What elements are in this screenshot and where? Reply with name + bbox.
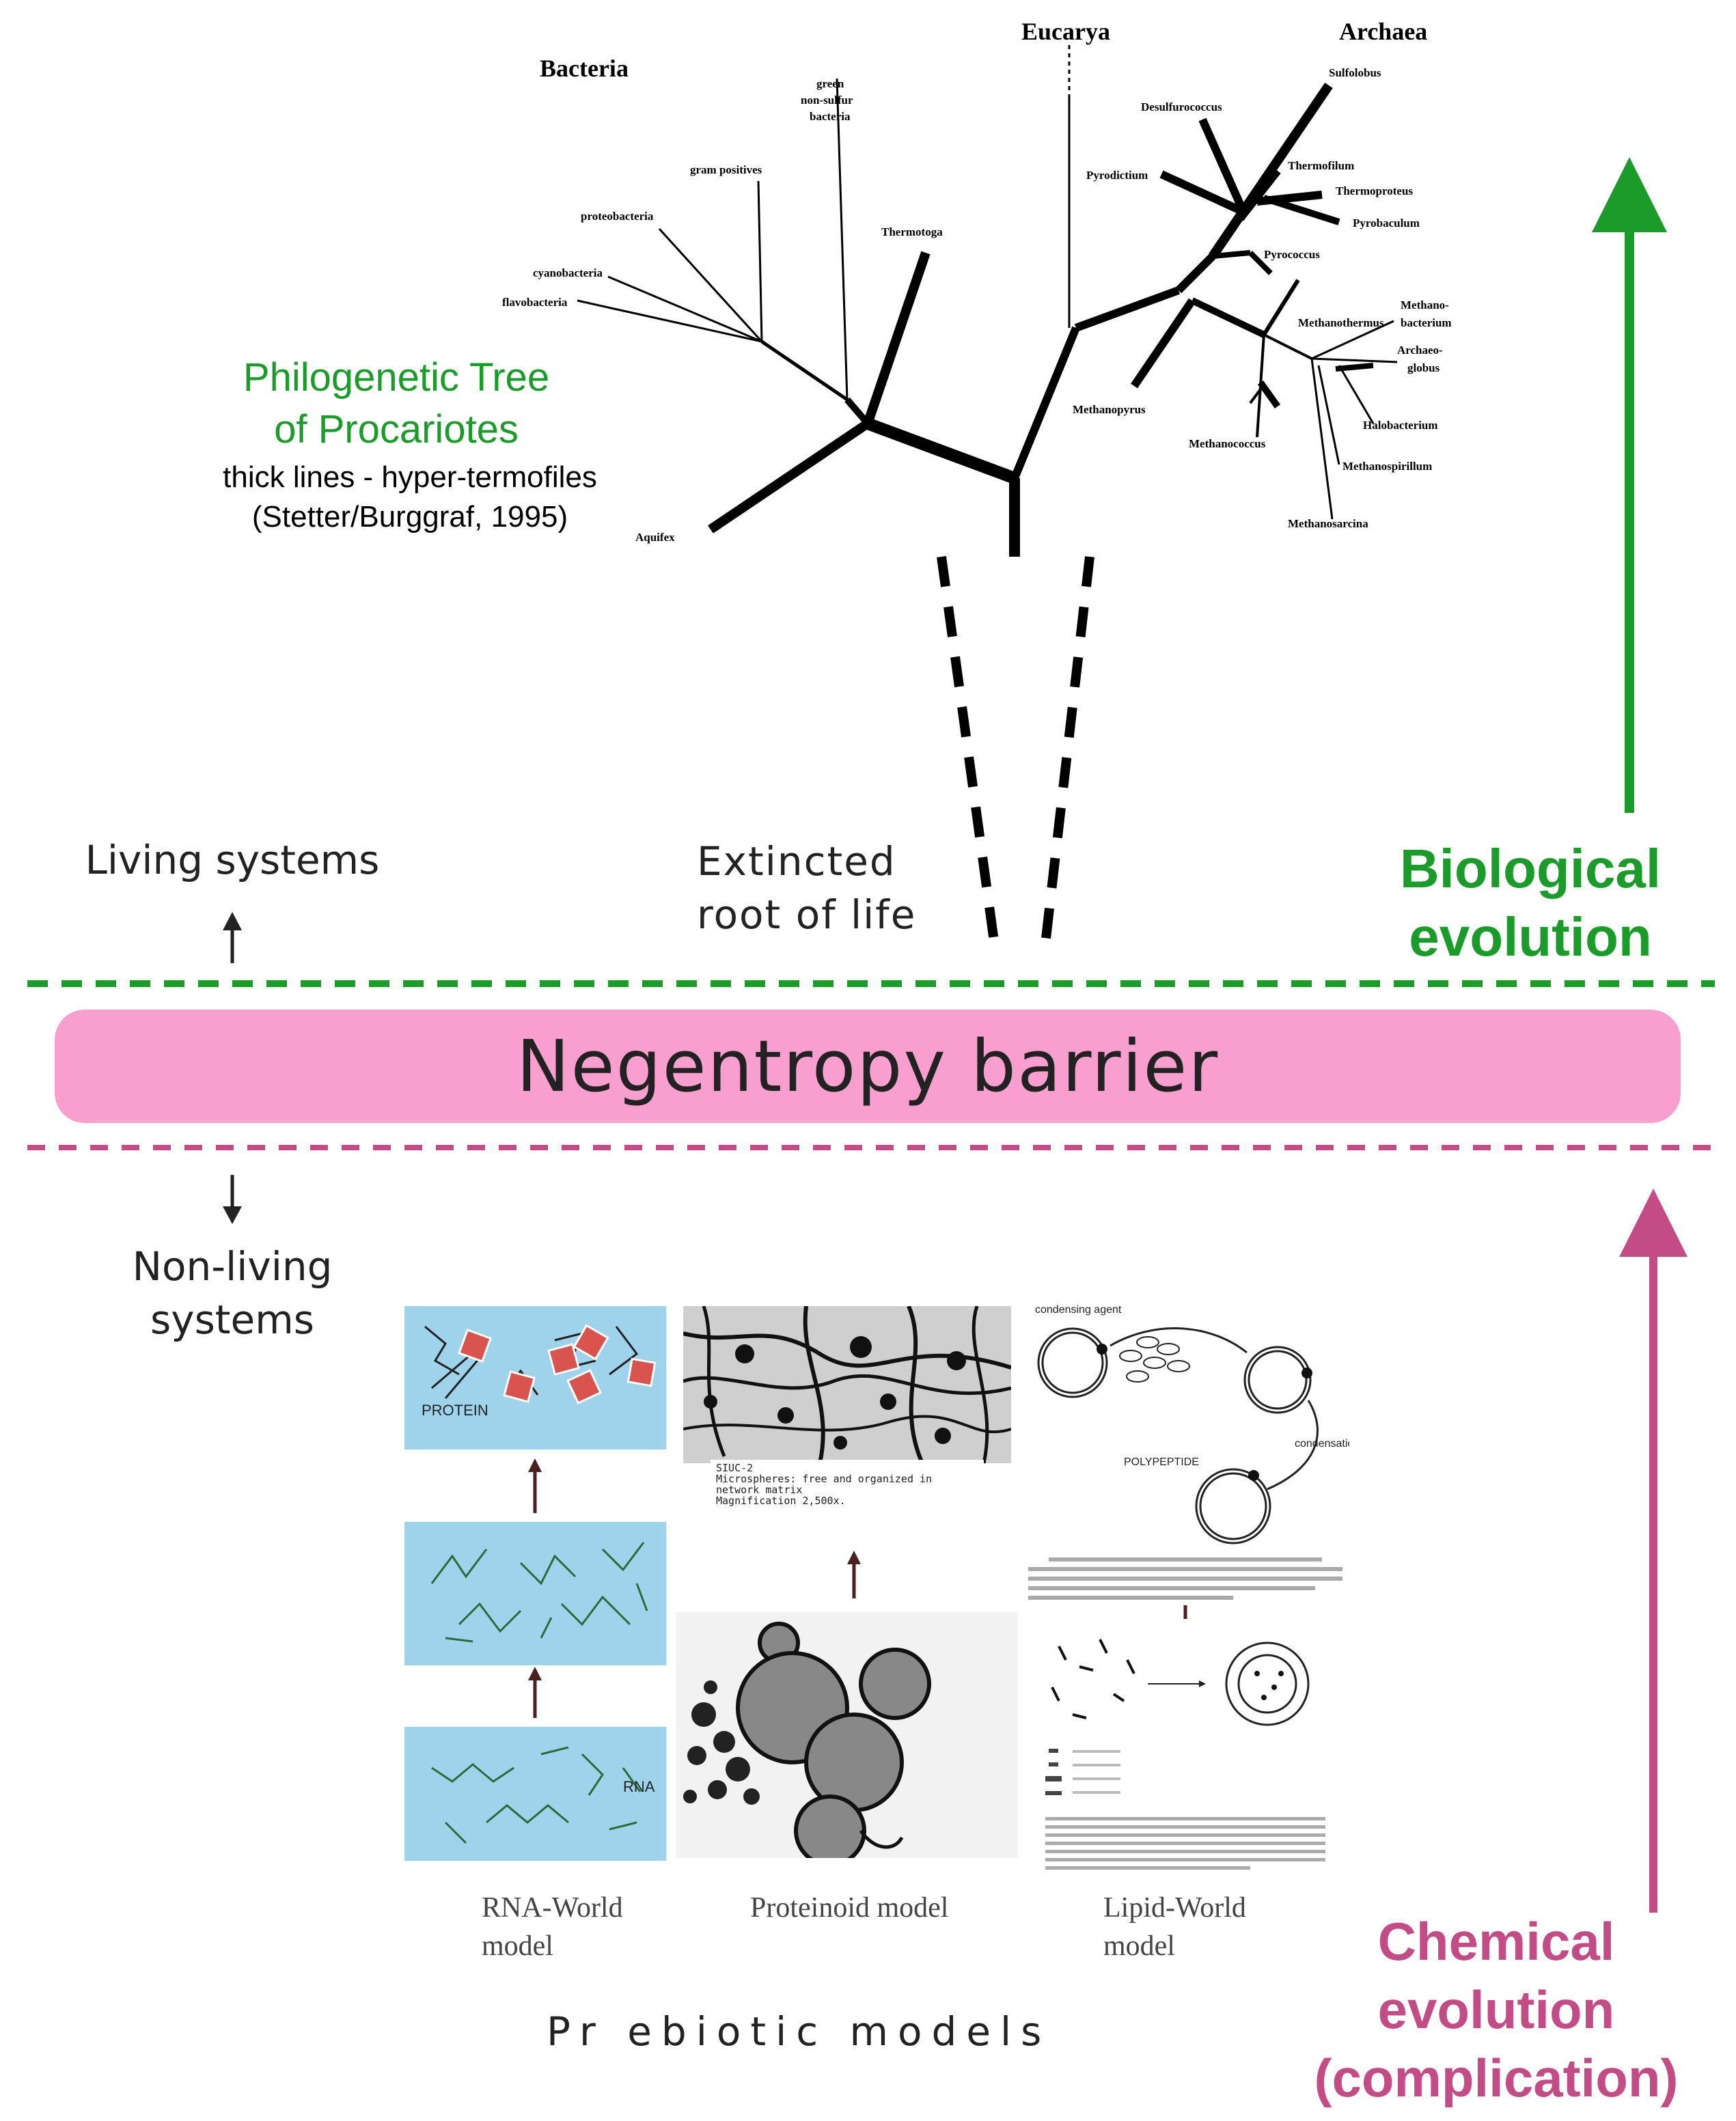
tree-note-line1: thick lines - hyper-termofiles xyxy=(223,460,597,494)
taxon-aquifex: Aquifex xyxy=(635,531,675,544)
taxon-thermoproteus: Thermoproteus xyxy=(1336,184,1413,197)
root-dash-right xyxy=(1039,556,1094,957)
up-small-arrow xyxy=(223,912,242,930)
tree-title-line1: Philogenetic Tree xyxy=(243,355,550,400)
rna-arrow-1 xyxy=(528,1458,542,1472)
chemical-arrow-head xyxy=(1619,1189,1687,1257)
rna-monomers-panel: RNA xyxy=(404,1727,666,1861)
rna-world-line1: RNA-World xyxy=(482,1892,623,1924)
taxon-methanobacterium-l1: Methano- xyxy=(1401,299,1449,311)
taxon-methanococcus: Methanococcus xyxy=(1189,437,1266,450)
rna-world-caption: RNA-World model xyxy=(482,1889,623,1965)
nonliving-line2: systems xyxy=(150,1297,314,1343)
taxon-green-l1: green xyxy=(816,77,844,90)
photo-caption-l4: Magnification 2,500x. xyxy=(716,1495,846,1507)
taxon-green-l2: non-sulfur xyxy=(801,94,853,107)
rna-protein-panel: PROTEIN xyxy=(404,1306,666,1450)
domain-bacteria-label: Bacteria xyxy=(540,55,629,82)
lipid-world-line1: Lipid-World xyxy=(1103,1892,1246,1924)
chemical-line3: (complication) xyxy=(1314,2048,1679,2108)
lipid-condensation-diagram: condensing agent POLYPEPTIDE condensatio… xyxy=(1021,1298,1349,1585)
photo-caption-l3: network matrix xyxy=(716,1484,802,1496)
taxon-proteobacteria: proteobacteria xyxy=(581,210,654,223)
taxon-flavobacteria: flavobacteria xyxy=(502,296,568,309)
biological-line2: evolution xyxy=(1409,906,1652,967)
living-systems-label: Living systems xyxy=(85,837,380,883)
lipid-world-line2: model xyxy=(1103,1930,1175,1962)
rna-world-line2: model xyxy=(482,1930,553,1962)
polypeptide-label: POLYPEPTIDE xyxy=(1124,1456,1199,1468)
prebiotic-models-label: Pr ebiotic models xyxy=(547,2008,1051,2055)
rna-label: RNA xyxy=(623,1778,655,1795)
extincted-root-label: Extincted root of life xyxy=(697,835,916,941)
down-small-arrow xyxy=(223,1206,242,1224)
taxon-sulfolobus: Sulfolobus xyxy=(1329,66,1381,79)
taxon-archaeoglobus-l1: Archaeo- xyxy=(1397,344,1443,357)
lipid-micelle-diagram xyxy=(1032,1619,1339,1879)
nonliving-line1: Non-living xyxy=(132,1243,333,1290)
taxon-archaeoglobus-l2: globus xyxy=(1407,361,1440,374)
domain-archaea-label: Archaea xyxy=(1339,18,1427,45)
taxon-desulfurococcus: Desulfurococcus xyxy=(1141,100,1222,113)
lipid-caption-text-block xyxy=(1021,1551,1349,1605)
biological-evolution-label: Biological evolution xyxy=(1325,835,1735,971)
rna-arrow-2 xyxy=(528,1667,542,1680)
extincted-line1: Extincted xyxy=(697,838,896,885)
taxon-methanopyrus: Methanopyrus xyxy=(1073,403,1146,416)
chemical-line2: evolution xyxy=(1377,1980,1615,2040)
taxon-methanospirillum: Methanospirillum xyxy=(1342,460,1432,473)
condensing-agent-label: condensing agent xyxy=(1035,1304,1122,1316)
taxon-methanothermus: Methanothermus xyxy=(1298,316,1384,329)
lipid-world-caption: Lipid-World model xyxy=(1103,1889,1246,1965)
nonliving-systems-label: Non-living systems xyxy=(61,1240,403,1346)
taxon-halobacterium: Halobacterium xyxy=(1363,419,1438,432)
phylogenetic-tree: Bacteria Eucarya Archaea Aquifex flavoba… xyxy=(502,18,1452,557)
chemical-line1: Chemical xyxy=(1377,1911,1615,1971)
tree-title: Philogenetic Tree of Procariotes xyxy=(205,352,588,456)
taxon-pyrobaculum: Pyrobaculum xyxy=(1353,217,1420,230)
root-dash-left xyxy=(937,556,1001,957)
taxon-pyrodictium: Pyrodictium xyxy=(1086,169,1148,182)
tree-note-line2: (Stetter/Burggraf, 1995) xyxy=(251,500,568,533)
tree-title-line2: of Procariotes xyxy=(274,407,519,452)
proteinoid-caption: Proteinoid model xyxy=(750,1892,949,1924)
photo-caption-l1: SIUC-2 xyxy=(716,1462,753,1474)
taxon-pyrococcus: Pyrococcus xyxy=(1264,248,1320,261)
biological-line1: Biological xyxy=(1399,838,1662,899)
proteinoid-arrow xyxy=(847,1551,861,1564)
taxon-methanobacterium-l2: bacterium xyxy=(1401,316,1452,329)
chemical-evolution-label: Chemical evolution (complication) xyxy=(1257,1907,1735,2112)
domain-eucarya-label: Eucarya xyxy=(1021,18,1110,45)
proteinoid-microspheres-photo xyxy=(676,1612,1018,1858)
tree-note: thick lines - hyper-termofiles (Stetter/… xyxy=(164,458,656,537)
extincted-line2: root of life xyxy=(697,891,917,938)
biological-arrow-head xyxy=(1592,157,1667,232)
proteinoid-network-photo: SIUC-2 Microspheres: free and organized … xyxy=(683,1306,1011,1511)
negentropy-barrier: Negentropy barrier xyxy=(55,1010,1681,1123)
negentropy-barrier-label: Negentropy barrier xyxy=(516,1025,1220,1108)
taxon-methanosarcina: Methanosarcina xyxy=(1288,517,1368,530)
condensation-label: condensation xyxy=(1295,1438,1349,1450)
taxon-thermofilum: Thermofilum xyxy=(1288,159,1354,172)
taxon-green-l3: bacteria xyxy=(810,110,851,123)
photo-caption-l2: Microspheres: free and organized in xyxy=(716,1473,932,1485)
rna-chains-panel xyxy=(404,1522,666,1665)
taxon-cyanobacteria: cyanobacteria xyxy=(533,266,603,279)
taxon-gram-positives: gram positives xyxy=(690,163,762,176)
taxon-thermotoga: Thermotoga xyxy=(881,225,943,238)
protein-label: PROTEIN xyxy=(422,1402,488,1419)
